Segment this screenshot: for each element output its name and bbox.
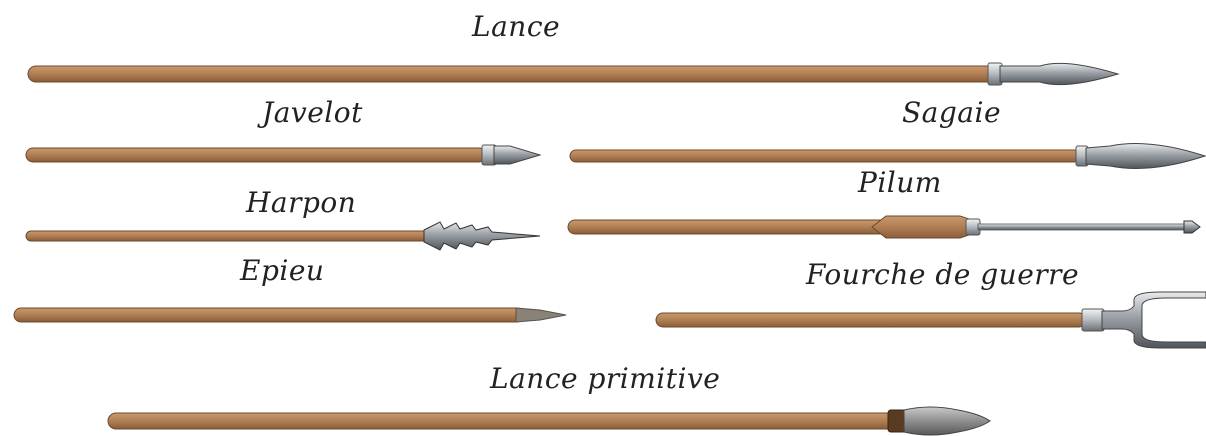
pilum-label: Pilum xyxy=(858,166,942,199)
javelot-weapon xyxy=(26,145,540,165)
lance-primitive-weapon xyxy=(108,407,990,435)
harpon-label: Harpon xyxy=(246,186,356,219)
sagaie-weapon xyxy=(570,144,1205,169)
epieu-label: Epieu xyxy=(240,254,324,287)
harpon-weapon xyxy=(26,222,540,250)
pilum-weapon xyxy=(568,216,1200,238)
fourche-weapon xyxy=(656,292,1206,348)
sagaie-label: Sagaie xyxy=(902,96,1001,129)
epieu-weapon xyxy=(14,308,566,322)
lance-label: Lance xyxy=(472,10,560,43)
lance-primitive-label: Lance primitive xyxy=(490,362,720,395)
javelot-label: Javelot xyxy=(262,96,363,129)
fourche-label: Fourche de guerre xyxy=(806,258,1079,291)
lance-weapon xyxy=(28,63,1118,85)
